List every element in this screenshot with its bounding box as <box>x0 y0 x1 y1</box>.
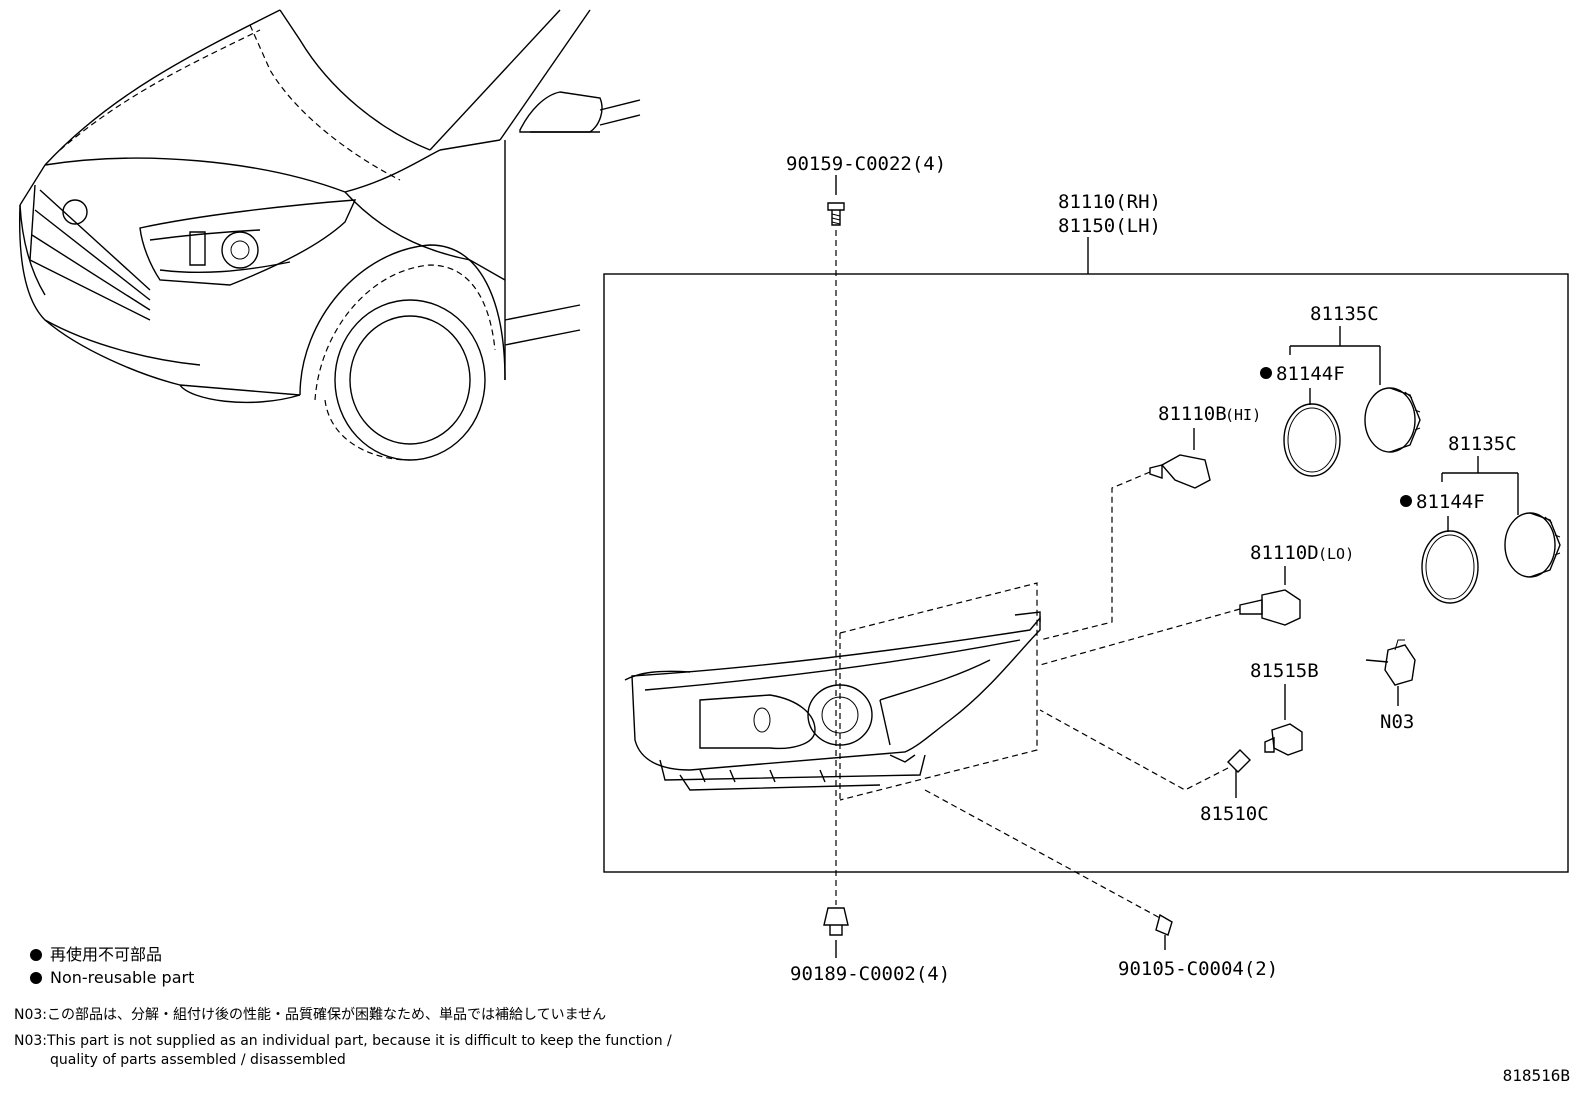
non-reusable-dot-icon <box>30 972 42 984</box>
bulb-hi <box>1160 454 1211 489</box>
socket <box>1271 723 1303 756</box>
assembly-group: 81110(RH) 81150(LH) <box>603 191 1569 873</box>
label-bulb-lo-tag: (LO) <box>1318 545 1354 563</box>
motor <box>1384 644 1416 686</box>
motor-group: N03 <box>1365 639 1416 733</box>
legend-jp: 再使用不可部品 <box>30 945 162 965</box>
label-bulb-hi: 81110B <box>1158 403 1227 425</box>
non-reusable-dot-icon <box>1400 495 1412 507</box>
cover-upper-group: 81135C 81144F <box>1260 303 1421 477</box>
label-bulb-small: 81510C <box>1200 803 1269 825</box>
screw-bottom-group: 90105-C0004(2) <box>924 789 1278 980</box>
seal-upper <box>1283 403 1341 477</box>
bulb-small-group: 81510C <box>1039 709 1269 825</box>
clip-bottom-group: 90189-C0002(4) <box>790 907 950 985</box>
bulb-lo <box>1261 589 1301 626</box>
non-reusable-dot-icon <box>1260 367 1272 379</box>
bulb-lo-group: 81110D (LO) <box>1039 542 1354 666</box>
cover-upper <box>1364 387 1416 453</box>
label-motor: N03 <box>1380 711 1414 733</box>
label-cover-lower: 81135C <box>1448 433 1517 455</box>
legend-jp-text: 再使用不可部品 <box>50 945 163 964</box>
label-bulb-hi-tag: (HI) <box>1225 406 1261 424</box>
note-en-line1: N03:This part is not supplied as an indi… <box>14 1033 672 1049</box>
label-assembly-lh: 81150(LH) <box>1058 215 1161 237</box>
non-reusable-dot-icon <box>30 949 42 961</box>
label-bolt-top: 90159-C0022(4) <box>786 153 946 175</box>
label-seal-upper: 81144F <box>1276 363 1345 385</box>
figure-number: 818516B <box>1502 1066 1570 1085</box>
headlamp-assembly <box>624 582 1041 801</box>
bulb-hi-group: 81110B (HI) <box>1039 403 1261 641</box>
screw-bottom <box>1155 913 1173 936</box>
bolt-top: 90159-C0022(4) <box>786 153 946 905</box>
vehicle-illustration <box>18 9 641 461</box>
assembly-frame <box>603 273 1569 873</box>
label-socket: 81515B <box>1250 660 1319 682</box>
label-bulb-lo: 81110D <box>1250 542 1319 564</box>
note-jp: N03:この部品は、分解・組付け後の性能・品質確保が困難なため、単品では補給して… <box>14 1007 607 1023</box>
bulb-small <box>1227 749 1251 773</box>
clip-bottom <box>823 907 849 926</box>
label-screw-bottom: 90105-C0004(2) <box>1118 958 1278 980</box>
legend-en-text: Non-reusable part <box>50 968 195 987</box>
seal-lower <box>1421 530 1479 604</box>
label-assembly-rh: 81110(RH) <box>1058 191 1161 213</box>
label-seal-lower: 81144F <box>1416 491 1485 513</box>
cover-lower <box>1504 512 1556 578</box>
legend-en: Non-reusable part <box>30 968 194 988</box>
label-cover-upper: 81135C <box>1310 303 1379 325</box>
note-en-line2: quality of parts assembled / disassemble… <box>50 1052 346 1068</box>
label-clip-bottom: 90189-C0002(4) <box>790 963 950 985</box>
socket-group: 81515B <box>1250 660 1319 756</box>
cover-lower-group: 81135C 81144F <box>1400 433 1561 604</box>
